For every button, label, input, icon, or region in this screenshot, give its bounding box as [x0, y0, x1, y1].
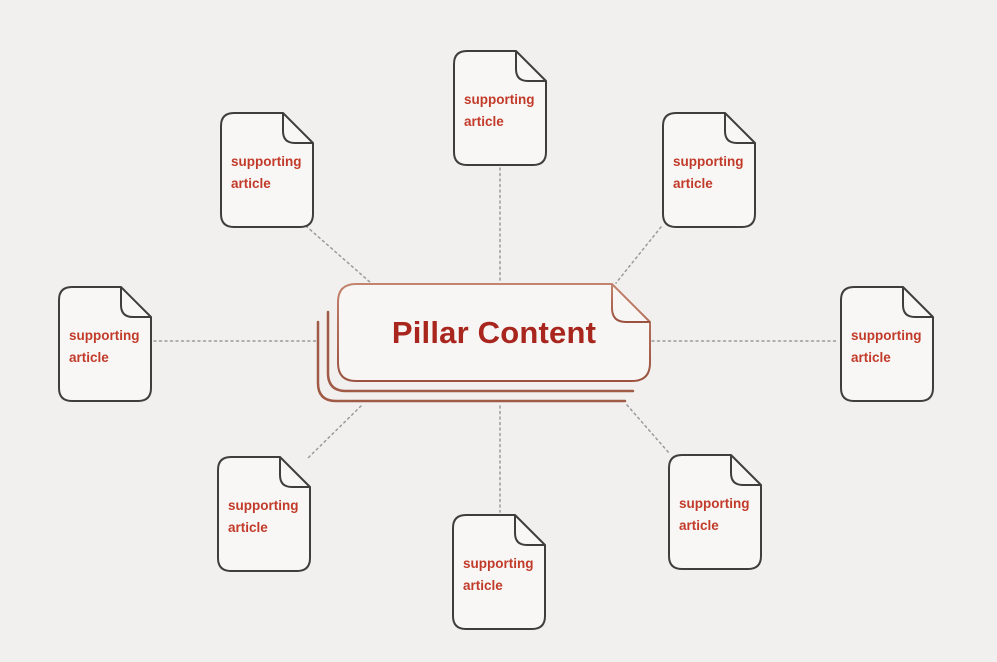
- supporting-article-node-left: supporting article: [58, 286, 152, 402]
- supporting-article-label: supporting article: [464, 92, 535, 129]
- document-icon: [668, 454, 762, 570]
- document-icon: [217, 456, 311, 572]
- supporting-article-label: supporting article: [231, 154, 302, 191]
- pillar-content-card-fold: [611, 284, 650, 323]
- supporting-article-label: supporting article: [463, 556, 534, 593]
- document-icon: [58, 286, 152, 402]
- card-stack-outline-2: [316, 320, 627, 403]
- document-icon: [220, 112, 314, 228]
- supporting-article-node-bottom-right: supporting article: [668, 454, 762, 570]
- supporting-article-label: supporting article: [673, 154, 744, 191]
- supporting-article-label: supporting article: [851, 328, 922, 365]
- document-icon: [453, 50, 547, 166]
- supporting-article-node-bottom-left: supporting article: [217, 456, 311, 572]
- supporting-article-label: supporting article: [69, 328, 140, 365]
- supporting-article-node-top-left: supporting article: [220, 112, 314, 228]
- supporting-article-label: supporting article: [228, 498, 299, 535]
- supporting-article-node-top-center: supporting article: [453, 50, 547, 166]
- document-icon: [840, 286, 934, 402]
- document-icon: [662, 112, 756, 228]
- connector-top-left: [305, 225, 372, 284]
- supporting-article-node-top-right: supporting article: [662, 112, 756, 228]
- supporting-article-label: supporting article: [679, 496, 750, 533]
- connector-bottom-left: [307, 405, 362, 459]
- document-icon: [452, 514, 546, 630]
- supporting-article-node-bottom-center: supporting article: [452, 514, 546, 630]
- supporting-article-node-right: supporting article: [840, 286, 934, 402]
- pillar-content-card: [337, 283, 651, 382]
- connector-top-right: [615, 226, 662, 284]
- card-stack-outline-1: [326, 310, 635, 393]
- connector-bottom-right: [626, 404, 670, 454]
